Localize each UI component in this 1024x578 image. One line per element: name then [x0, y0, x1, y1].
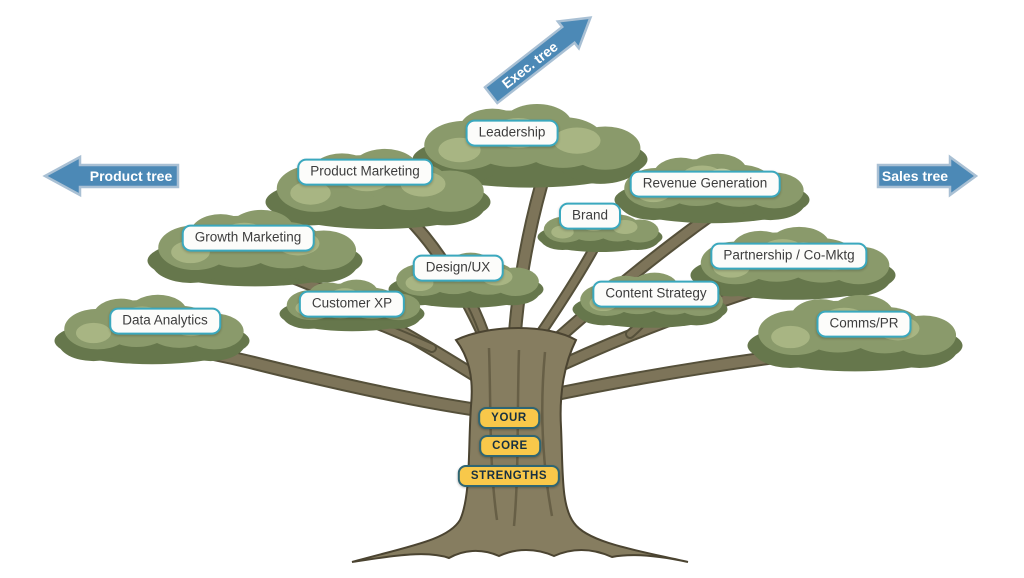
trunk-chip-strengths: STRENGTHS [457, 465, 561, 487]
branch-label-data-analytics: Data Analytics [109, 307, 221, 335]
exec-tree-arrow-label: Exec. tree [499, 38, 561, 91]
trunk-chip-core: CORE [479, 435, 541, 457]
branch-label-revenue-generation: Revenue Generation [629, 170, 781, 198]
branch-label-comms-pr: Comms/PR [816, 310, 912, 338]
branch-label-brand: Brand [558, 202, 622, 230]
sales-tree-arrow-label: Sales tree [882, 168, 948, 184]
branch-label-content-strategy: Content Strategy [592, 280, 720, 308]
product-tree-arrow-label: Product tree [90, 168, 173, 184]
branch-label-customer-xp: Customer XP [298, 290, 406, 318]
branch-label-growth-marketing: Growth Marketing [181, 224, 315, 252]
branch-label-product-marketing: Product Marketing [297, 158, 433, 186]
branch-label-partnership: Partnership / Co-Mktg [710, 242, 868, 270]
branch-label-design-ux: Design/UX [412, 254, 504, 282]
trunk-chip-your: YOUR [478, 407, 540, 429]
sales-tree-arrow: Sales tree [876, 154, 979, 198]
exec-tree-arrow: Exec. tree [483, 16, 593, 105]
branch-label-leadership: Leadership [465, 119, 559, 147]
product-tree-arrow: Product tree [42, 154, 180, 198]
